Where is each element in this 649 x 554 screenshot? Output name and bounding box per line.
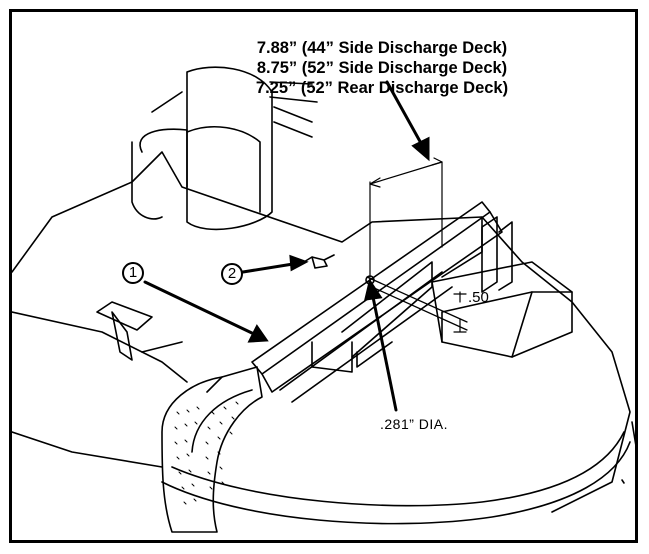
deck-rim-left (12, 311, 188, 383)
dimension-line (369, 161, 443, 185)
hole-diameter-label: .281” DIA. (380, 416, 449, 432)
height-marker (453, 291, 467, 333)
callout-1: 1 (122, 262, 144, 284)
dimension-label-44-side: 7.88” (44” Side Discharge Deck) (256, 39, 508, 57)
rod (366, 276, 468, 331)
deck-top-surface (12, 151, 631, 513)
spindle-cover-rear (139, 128, 188, 188)
leader-arrow-1 (143, 280, 256, 336)
pulley (161, 366, 263, 533)
leader-arrow-hole (371, 295, 398, 412)
dimension-label-block: 7.88” (44” Side Discharge Deck) 8.75” (5… (202, 38, 562, 98)
height-label: .50 (468, 289, 489, 306)
leader-arrow-2 (241, 262, 295, 274)
deck-front-edge (161, 441, 631, 525)
callout-2: 2 (221, 263, 243, 285)
diagram-frame: 7.88” (44” Side Discharge Deck) 8.75” (5… (9, 9, 638, 543)
dimension-label-52-rear: 7.25” (52” Rear Discharge Deck) (255, 79, 509, 97)
mower-deck-drawing (12, 66, 635, 533)
leader-arrow-dimension (385, 80, 424, 147)
dimension-label-52-side: 8.75” (52” Side Discharge Deck) (256, 59, 508, 77)
pulley-texture (174, 401, 239, 505)
